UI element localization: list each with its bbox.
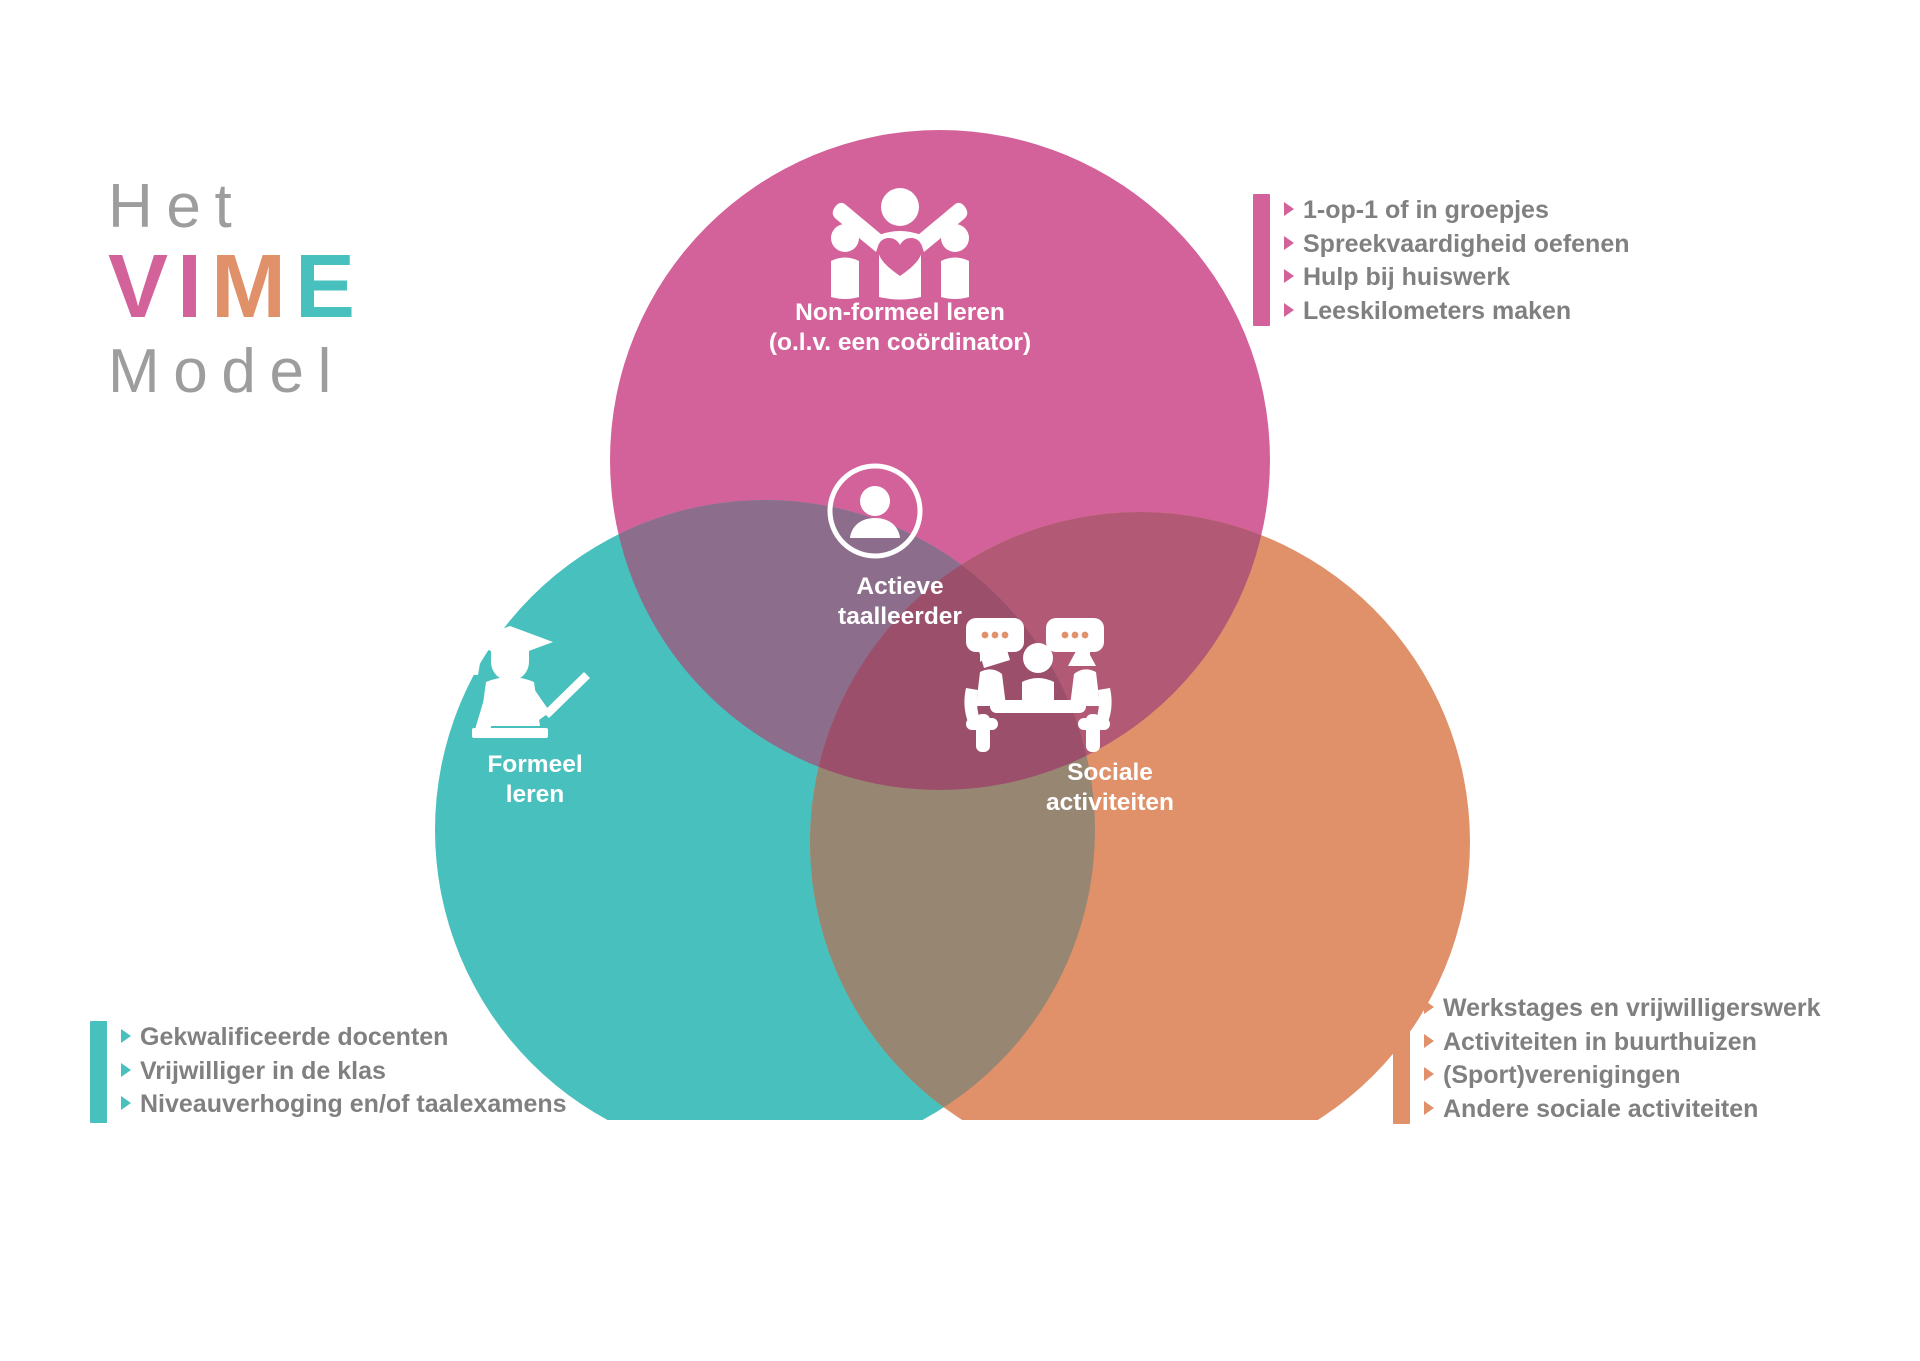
list-item: Activiteiten in buurthuizen <box>1424 1026 1821 1060</box>
page-title: Het VIME Model <box>108 172 528 407</box>
label-formeel-leren: Formeel leren <box>390 750 680 810</box>
list-item: Spreekvaardigheid oefenen <box>1284 228 1630 262</box>
triangle-bullet-icon <box>1424 1067 1434 1082</box>
list-item-label: Spreekvaardigheid oefenen <box>1303 229 1630 258</box>
callout-accent-bar-pink <box>1253 194 1270 326</box>
label-actieve-line2: taalleerder <box>838 602 962 630</box>
list-item: Vrijwilliger in de klas <box>121 1055 567 1089</box>
group-raised-arms-heart-icon <box>820 188 980 303</box>
list-item-label: 1-op-1 of in groepjes <box>1303 196 1549 224</box>
list-item-label: Andere sociale activiteiten <box>1443 1094 1759 1123</box>
triangle-bullet-icon <box>1284 269 1294 284</box>
title-line-model: Model <box>108 337 346 407</box>
title-letter-i: I <box>177 237 212 338</box>
callout-accent-bar-orange <box>1393 992 1410 1124</box>
title-letter-v: V <box>108 237 178 338</box>
list-item-label: Werkstages en vrijwilligerswerk <box>1443 994 1821 1022</box>
list-item: Andere sociale activiteiten <box>1424 1093 1821 1127</box>
label-sociale-line2: activiteiten <box>1046 788 1174 816</box>
callout-non-formeel: 1-op-1 of in groepjes Spreekvaardigheid … <box>1253 194 1630 329</box>
callout-sociale-list: Werkstages en vrijwilligerswerk Activite… <box>1410 992 1821 1127</box>
label-non-formeel-line1: Non-formeel leren <box>795 299 1005 326</box>
label-non-formeel-leren: Non-formeel leren (o.l.v. een coördinato… <box>690 298 1110 358</box>
triangle-bullet-icon <box>1424 1100 1434 1115</box>
label-actieve-taalleerder: Actieve taalleerder <box>680 572 1120 632</box>
title-line-het: Het <box>108 172 246 241</box>
list-item-label: Leeskilometers maken <box>1303 296 1572 325</box>
label-non-formeel-line2: (o.l.v. een coördinator) <box>768 328 1032 356</box>
callout-accent-bar-teal <box>90 1021 107 1123</box>
triangle-bullet-icon <box>1424 1000 1434 1014</box>
triangle-bullet-icon <box>121 1062 131 1077</box>
person-in-circle-icon <box>824 460 926 562</box>
callout-non-formeel-list: 1-op-1 of in groepjes Spreekvaardigheid … <box>1270 194 1630 329</box>
list-item-label: Activiteiten in buurthuizen <box>1443 1027 1757 1056</box>
triangle-bullet-icon <box>1284 202 1294 216</box>
list-item-label: Niveauverhoging en/of taalexamens <box>140 1090 567 1119</box>
venn-circles-svg <box>435 130 1470 1120</box>
two-people-table-speech-bubbles-icon <box>958 610 1118 758</box>
callout-formeel-list: Gekwalificeerde docenten Vrijwilliger in… <box>107 1021 567 1123</box>
title-line-vime: VIME <box>108 241 528 334</box>
list-item-label: (Sport)verenigingen <box>1443 1061 1681 1090</box>
teacher-graduation-cap-pointer-icon <box>458 620 606 755</box>
overlap-center <box>810 512 1095 790</box>
list-item-label: Hulp bij huiswerk <box>1303 263 1510 292</box>
list-item: Gekwalificeerde docenten <box>121 1021 567 1055</box>
triangle-bullet-icon <box>1284 302 1294 317</box>
list-item-label: Gekwalificeerde docenten <box>140 1023 449 1051</box>
list-item: (Sport)verenigingen <box>1424 1059 1821 1093</box>
triangle-bullet-icon <box>121 1096 131 1111</box>
label-formeel-line2: leren <box>505 780 565 808</box>
label-sociale-activiteiten: Sociale activiteiten <box>910 758 1310 818</box>
label-actieve-line1: Actieve <box>856 573 944 600</box>
list-item: 1-op-1 of in groepjes <box>1284 194 1630 228</box>
list-item: Niveauverhoging en/of taalexamens <box>121 1088 567 1122</box>
list-item: Leeskilometers maken <box>1284 295 1630 329</box>
venn-diagram: Non-formeel leren (o.l.v. een coördinato… <box>380 120 1500 1120</box>
label-sociale-line1: Sociale <box>1067 759 1153 786</box>
callout-sociale: Werkstages en vrijwilligerswerk Activite… <box>1393 992 1821 1127</box>
triangle-bullet-icon <box>1424 1033 1434 1048</box>
list-item: Werkstages en vrijwilligerswerk <box>1424 992 1821 1026</box>
triangle-bullet-icon <box>1284 235 1294 250</box>
list-item-label: Vrijwilliger in de klas <box>140 1056 386 1085</box>
callout-formeel: Gekwalificeerde docenten Vrijwilliger in… <box>90 1021 567 1123</box>
list-item: Hulp bij huiswerk <box>1284 261 1630 295</box>
triangle-bullet-icon <box>121 1029 131 1043</box>
label-formeel-line1: Formeel <box>487 751 583 778</box>
title-letter-m: M <box>211 237 296 338</box>
title-letter-e: E <box>295 237 365 338</box>
